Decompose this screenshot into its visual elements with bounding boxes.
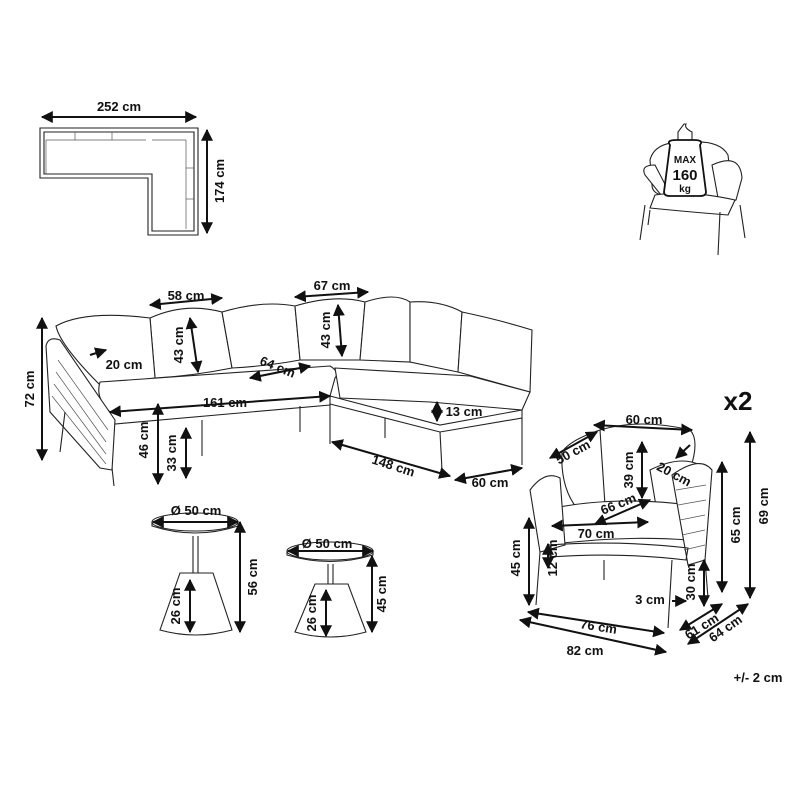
top-width-label: 252 cm (97, 99, 141, 114)
back-cushion-height-2-label: 43 cm (318, 312, 333, 349)
chair-seat-frame-label: 30 cm (683, 564, 698, 601)
seat-height-label: 33 cm (164, 435, 179, 472)
table2-height-label: 45 cm (374, 576, 389, 613)
tolerance-note: +/- 2 cm (734, 670, 783, 685)
corner-cushion-width-arrow (293, 286, 370, 303)
back-cushion-height-2-arrow (332, 303, 348, 358)
cushion-width-arrow (148, 293, 224, 310)
long-length-arrow (108, 390, 332, 418)
chair-back-cushion-label: 39 cm (621, 452, 636, 489)
top-depth-label: 174 cm (212, 159, 227, 203)
armrest-cushion-label: 20 cm (106, 357, 143, 372)
chair-back-width-arrow (592, 419, 694, 436)
max-value: 160 (672, 167, 697, 184)
seat-overall-height-label: 46 cm (136, 422, 151, 459)
chair-leg-gap-label: 3 cm (635, 592, 665, 607)
max-unit: kg (679, 184, 691, 195)
long-length-label: 161 cm (203, 395, 247, 410)
seat-thickness-label: 13 cm (446, 404, 483, 419)
module-depth-arrow (453, 463, 524, 485)
top-view-plan (39, 127, 199, 236)
chair-outer-width-label: 82 cm (567, 643, 604, 658)
chair-seat-height-label: 45 cm (508, 540, 523, 577)
chair-back-width-label: 60 cm (626, 412, 663, 427)
chair-back-height-arrow (548, 431, 599, 459)
chair-height-label: 69 cm (756, 488, 771, 525)
table1-diameter-label: Ø 50 cm (171, 503, 222, 518)
sofa-height-label: 72 cm (22, 371, 37, 408)
back-cushion-height-arrow (185, 316, 203, 374)
short-length-arrow (330, 439, 452, 479)
max-label: MAX (674, 155, 697, 166)
chair-cushion-thickness-label: 12 cm (545, 540, 560, 577)
chair-outer-depth-arrow (687, 603, 749, 645)
corner-sofa-drawing (45, 296, 533, 487)
short-length-label: 148 cm (370, 452, 417, 480)
max-load-badge: MAX 160 kg (663, 123, 707, 197)
table1-height-label: 56 cm (245, 559, 260, 596)
chair-seat-width-label: 70 cm (578, 526, 615, 541)
quantity-multiplier: x2 (724, 386, 753, 416)
table2-base-label: 26 cm (304, 595, 319, 632)
chair-arm-height-label: 65 cm (728, 507, 743, 544)
side-table-short-drawing (286, 541, 374, 638)
table2-diameter-label: Ø 50 cm (302, 536, 353, 551)
corner-cushion-width-label: 67 cm (314, 278, 351, 293)
back-cushion-height-label: 43 cm (171, 327, 186, 364)
table1-base-label: 26 cm (168, 588, 183, 625)
side-table-tall-drawing (151, 512, 239, 636)
module-depth-label: 60 cm (472, 475, 509, 490)
cushion-width-label: 58 cm (168, 288, 205, 303)
chair-arm-cushion-arrow (675, 444, 691, 459)
seat-depth-arrow (248, 362, 312, 382)
chair-seat-width-arrow (550, 516, 650, 532)
chair-outer-width-arrow (518, 616, 668, 656)
armrest-cushion-arrow (89, 347, 108, 359)
